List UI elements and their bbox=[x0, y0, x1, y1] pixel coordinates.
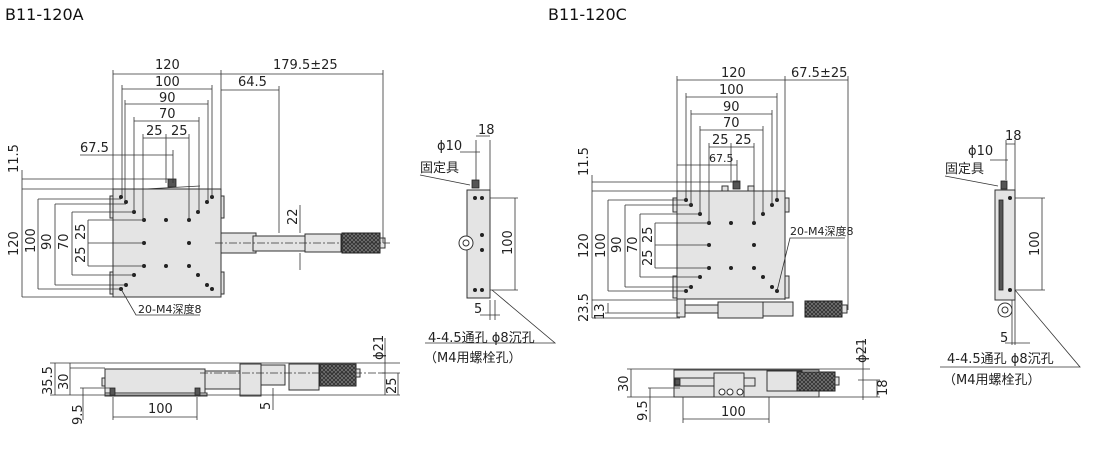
dim-c-stroke: 67.5±25 bbox=[791, 66, 847, 81]
dim-c-left-90: 90 bbox=[610, 236, 625, 253]
dim-5: 5 bbox=[474, 302, 482, 317]
dim-67-5: 67.5 bbox=[80, 141, 109, 156]
model-c-side-view: ϕ10 18 固定具 100 5 4-4.5通孔 ϕ8沉孔 （M4用螺栓孔） bbox=[940, 129, 1081, 388]
model-c-front-view: 30 9.5 100 ϕ21 18 bbox=[617, 338, 891, 423]
c-dim-18: 18 bbox=[1005, 129, 1022, 144]
dim-phi10: ϕ10 bbox=[437, 139, 462, 154]
c-fixture-label: 固定具 bbox=[945, 162, 984, 177]
dim-22: 22 bbox=[286, 208, 301, 225]
c-dim-front-100: 100 bbox=[721, 405, 746, 420]
mount-hole-note: 4-4.5通孔 ϕ8沉孔 bbox=[428, 331, 535, 346]
model-c-top-view: 120 67.5±25 100 90 70 25 25 67.5 11.5 12… bbox=[577, 66, 853, 322]
model-a-side-view: ϕ10 18 固定具 100 5 4-4.5通孔 ϕ8沉孔 （M4用螺栓孔） bbox=[419, 123, 557, 366]
model-a-title: B11-120A bbox=[5, 5, 84, 24]
dim-c-67-5: 67.5 bbox=[709, 152, 734, 165]
dim-left-90: 90 bbox=[40, 233, 55, 250]
dim-c-25a: 25 bbox=[712, 133, 729, 148]
c-tapped-holes-label: 20-M4深度8 bbox=[790, 224, 853, 238]
dim-c-70: 70 bbox=[723, 116, 740, 131]
model-a-top-view: 120 179.5±25 100 64.5 90 70 25 25 67.5 2… bbox=[7, 58, 390, 316]
model-a-front-view: 35.5 30 9.5 100 5 ϕ21 25 bbox=[41, 335, 400, 425]
dim-35-5: 35.5 bbox=[41, 366, 56, 395]
dim-c-11-5: 11.5 bbox=[577, 147, 592, 176]
c-dim-phi21: ϕ21 bbox=[855, 338, 870, 363]
c-dim-30: 30 bbox=[617, 375, 632, 392]
c-mount-hole-note-sub: （M4用螺栓孔） bbox=[943, 373, 1041, 388]
dim-c-left-25b: 25 bbox=[641, 249, 656, 266]
dim-64-5: 64.5 bbox=[238, 75, 267, 90]
dim-left-120: 120 bbox=[7, 231, 22, 256]
dim-c-left-70: 70 bbox=[626, 236, 641, 253]
tapped-holes-label: 20-M4深度8 bbox=[138, 302, 201, 316]
fixture-label: 固定具 bbox=[420, 161, 459, 176]
model-c-title: B11-120C bbox=[548, 5, 627, 24]
dim-front-5: 5 bbox=[259, 402, 274, 410]
dim-c-left-100: 100 bbox=[594, 233, 609, 258]
dim-30: 30 bbox=[57, 373, 72, 390]
dim-25: 25 bbox=[385, 377, 400, 394]
dim-70: 70 bbox=[159, 107, 176, 122]
dim-90: 90 bbox=[159, 91, 176, 106]
c-dim-phi10: ϕ10 bbox=[968, 144, 993, 159]
micrometer bbox=[215, 232, 390, 254]
dim-120: 120 bbox=[155, 58, 180, 73]
dim-left-100: 100 bbox=[24, 228, 39, 253]
c-dim-9-5: 9.5 bbox=[636, 400, 651, 421]
dim-phi21: ϕ21 bbox=[372, 335, 387, 360]
c-mount-hole-note: 4-4.5通孔 ϕ8沉孔 bbox=[947, 352, 1054, 367]
c-dim-5: 5 bbox=[1000, 331, 1008, 346]
fixture-block bbox=[167, 178, 177, 188]
dim-front-100: 100 bbox=[148, 402, 173, 417]
dim-18: 18 bbox=[478, 123, 495, 138]
dim-left-70: 70 bbox=[57, 233, 72, 250]
dim-c-25b: 25 bbox=[735, 133, 752, 148]
dim-c-13: 13 bbox=[593, 303, 608, 320]
dim-c-left-25a: 25 bbox=[641, 226, 656, 243]
mount-hole-note-sub: （M4用螺栓孔） bbox=[424, 351, 522, 366]
c-dim-18: 18 bbox=[876, 379, 891, 396]
dim-100: 100 bbox=[155, 75, 180, 90]
dim-left-25a: 25 bbox=[74, 223, 89, 240]
c-dim-side-100: 100 bbox=[1028, 231, 1043, 256]
dim-25-right: 25 bbox=[171, 124, 188, 139]
dim-11-5: 11.5 bbox=[7, 144, 22, 173]
dim-side-100: 100 bbox=[501, 230, 516, 255]
dim-9-5: 9.5 bbox=[71, 404, 86, 425]
dim-c-100: 100 bbox=[719, 83, 744, 98]
dim-c-120: 120 bbox=[721, 66, 746, 81]
dim-25-left: 25 bbox=[146, 124, 163, 139]
dim-c-23-5: 23.5 bbox=[577, 293, 592, 322]
dim-stroke: 179.5±25 bbox=[273, 58, 338, 73]
dim-c-left-120: 120 bbox=[577, 233, 592, 258]
dim-left-25b: 25 bbox=[74, 246, 89, 263]
dim-c-90: 90 bbox=[723, 100, 740, 115]
